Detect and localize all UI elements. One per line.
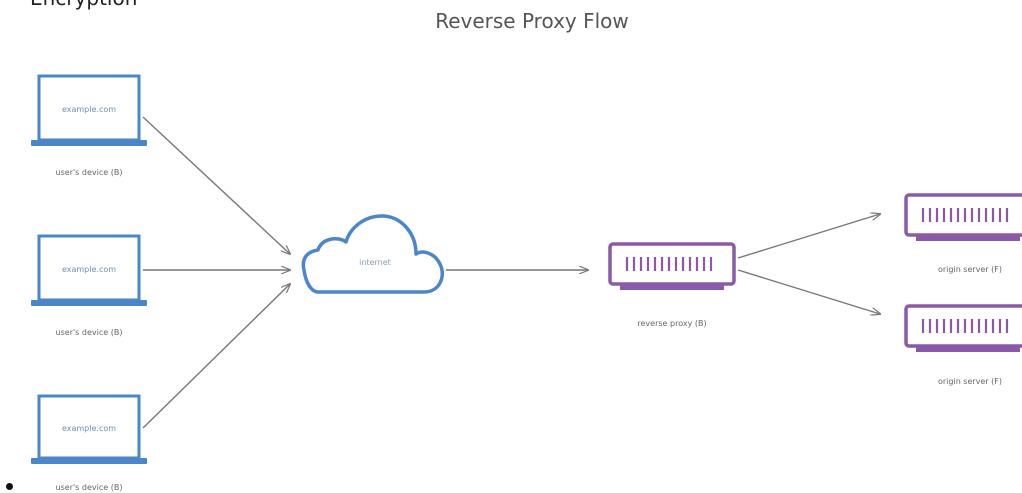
laptop-icon <box>31 74 147 146</box>
device-screen-text: example.com <box>62 265 116 274</box>
arrow-proxy-to-server-2 <box>737 269 880 314</box>
arrow-device-3-to-internet <box>142 284 290 429</box>
internet-label: internet <box>359 258 391 267</box>
user-device-1: example.com user's device (B) <box>31 74 147 177</box>
device-screen-text: example.com <box>62 424 116 433</box>
diagram-title: Reverse Proxy Flow <box>435 9 629 33</box>
server-icon <box>904 304 1022 352</box>
list-bullet <box>6 483 13 490</box>
device-label: user's device (B) <box>56 168 123 177</box>
origin-server-1: origin server (F) <box>904 193 1022 274</box>
device-label: user's device (B) <box>56 328 123 337</box>
origin-server-2: origin server (F) <box>904 304 1022 386</box>
internet-cloud: internet <box>301 214 445 294</box>
arrow-proxy-to-server-1 <box>737 214 880 259</box>
device-screen-text: example.com <box>62 105 116 114</box>
server-icon <box>608 242 736 290</box>
laptop-icon <box>31 394 147 464</box>
section-heading: Encryption <box>30 0 137 10</box>
user-device-3: example.com user's device (B) <box>31 394 147 492</box>
server-icon <box>904 193 1022 241</box>
origin-server-label: origin server (F) <box>938 265 1002 274</box>
origin-server-label: origin server (F) <box>938 377 1002 386</box>
user-device-2: example.com user's device (B) <box>31 234 147 337</box>
laptop-icon <box>31 234 147 306</box>
arrow-device-1-to-internet <box>142 116 290 254</box>
reverse-proxy: reverse proxy (B) <box>608 242 736 328</box>
proxy-label: reverse proxy (B) <box>637 319 706 328</box>
device-label: user's device (B) <box>56 483 123 492</box>
cloud-icon <box>301 214 445 294</box>
